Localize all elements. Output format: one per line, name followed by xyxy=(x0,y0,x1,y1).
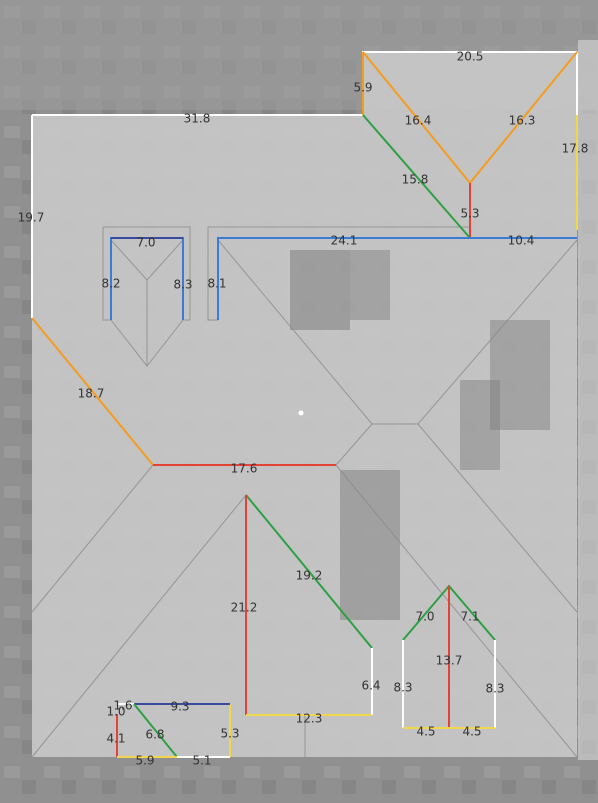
measurement-label: 19.2 xyxy=(296,569,323,583)
measurement-label: 5.9 xyxy=(135,754,154,768)
measurement-label: 19.7 xyxy=(18,211,45,225)
measurement-label: 4.5 xyxy=(416,725,435,739)
roof-surface xyxy=(32,52,577,757)
measurement-label: 8.3 xyxy=(485,682,504,696)
measurement-label: 16.4 xyxy=(405,114,432,128)
measurement-label: 24.1 xyxy=(331,234,358,248)
roof-edges xyxy=(31,51,578,758)
measurement-label: 1.6 xyxy=(113,699,132,713)
measurement-label: 6.8 xyxy=(145,728,164,742)
measurement-label: 10.4 xyxy=(508,234,535,248)
measurement-label: 4.5 xyxy=(462,725,481,739)
roof-edge-valley xyxy=(245,494,373,649)
measurement-label: 16.3 xyxy=(509,114,536,128)
measurement-label: 17.8 xyxy=(562,142,589,156)
measurement-label: 1.0 xyxy=(106,705,125,719)
measurement-label: 18.7 xyxy=(78,387,105,401)
measurement-label: 5.9 xyxy=(353,81,372,95)
rooftop-fixture xyxy=(340,470,400,620)
roof-edge-hip xyxy=(362,51,471,184)
measurement-label: 5.3 xyxy=(460,207,479,221)
rooftop-fixture xyxy=(490,320,550,430)
measurement-label: 8.1 xyxy=(207,277,226,291)
center-marker xyxy=(298,410,304,416)
measurement-label: 21.2 xyxy=(231,601,258,615)
measurement-label: 20.5 xyxy=(457,50,484,64)
measurement-label: 15.8 xyxy=(402,173,429,187)
measurement-label: 31.8 xyxy=(184,112,211,126)
measurement-label: 8.2 xyxy=(101,277,120,291)
roof-edge-rake xyxy=(217,237,577,320)
roof-edge-hip xyxy=(31,317,154,466)
roof-edge-hip xyxy=(469,51,578,184)
measurement-label: 5.1 xyxy=(192,754,211,768)
rooftop-fixture xyxy=(350,250,390,320)
aerial-edge-right xyxy=(578,40,598,760)
rooftop-fixture xyxy=(460,380,500,470)
roof-edge-valley xyxy=(133,703,178,758)
roof-edge-valley xyxy=(362,114,471,239)
measurement-label: 9.3 xyxy=(170,700,189,714)
measurement-label: 4.1 xyxy=(106,732,125,746)
measurement-label: 7.0 xyxy=(415,610,434,624)
measurement-labels: 20.5 5.9 16.4 16.3 17.8 31.8 15.8 5.3 19.7 7.0 24.… xyxy=(18,50,589,768)
rooftop-fixture xyxy=(290,250,350,330)
measurement-label: 5.3 xyxy=(220,727,239,741)
measurement-label: 17.6 xyxy=(231,462,258,476)
measurement-label: 7.1 xyxy=(460,610,479,624)
measurement-label: 8.3 xyxy=(173,278,192,292)
measurement-label: 8.3 xyxy=(393,681,412,695)
measurement-label: 6.4 xyxy=(361,679,380,693)
measurement-label: 13.7 xyxy=(436,654,463,668)
measurement-label: 12.3 xyxy=(296,712,323,726)
measurement-label: 7.0 xyxy=(136,236,155,250)
